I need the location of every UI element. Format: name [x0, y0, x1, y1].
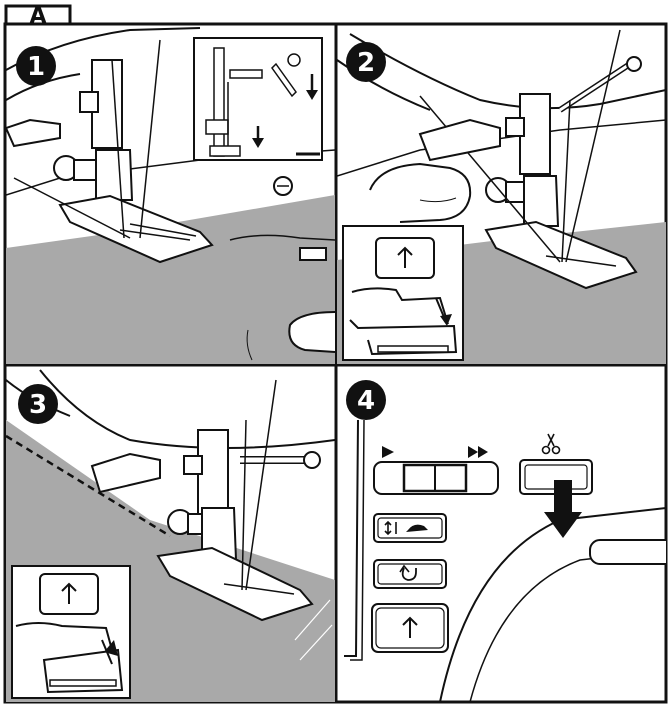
step-badge-1: 1: [16, 46, 56, 86]
arrow-up-icon: [402, 616, 418, 638]
down-arrow-icon: [306, 90, 318, 100]
panel-step-2: [337, 29, 666, 364]
arrow-up-icon: [397, 246, 413, 268]
needle-speed-icon: [406, 524, 428, 532]
fabric: [6, 195, 335, 364]
fast-forward-icon: [468, 446, 488, 458]
inset-presser-foot-button: [342, 225, 464, 361]
step-badge-3: 3: [18, 384, 58, 424]
needle-position-button[interactable]: [373, 513, 447, 543]
up-arrow-icon: [104, 640, 118, 656]
step-badge-4: 4: [346, 380, 386, 420]
step-number: 3: [29, 390, 47, 420]
reverse-stitch-button[interactable]: [373, 559, 447, 589]
arrow-up-icon: [61, 582, 77, 604]
step-number: 4: [357, 386, 375, 416]
down-arrow-icon: [544, 480, 582, 538]
panel-step-1: [6, 27, 335, 364]
reverse-stitch-icon: [401, 567, 417, 581]
down-arrow-icon: [252, 138, 264, 148]
panel-step-4: [344, 419, 666, 702]
play-icon: [382, 446, 394, 458]
presser-foot-button[interactable]: [371, 603, 449, 653]
step-number: 2: [357, 48, 375, 78]
step-badge-2: 2: [346, 42, 386, 82]
inset-needle-detail: [193, 37, 323, 161]
step-number: 1: [27, 52, 45, 82]
down-arrow-icon: [440, 314, 452, 326]
panel-step-3: [6, 369, 335, 702]
inset-presser-foot-raised: [11, 565, 131, 699]
scissors-icon: [541, 433, 561, 455]
stitch-line: [6, 434, 171, 538]
speed-slider[interactable]: [373, 446, 499, 495]
